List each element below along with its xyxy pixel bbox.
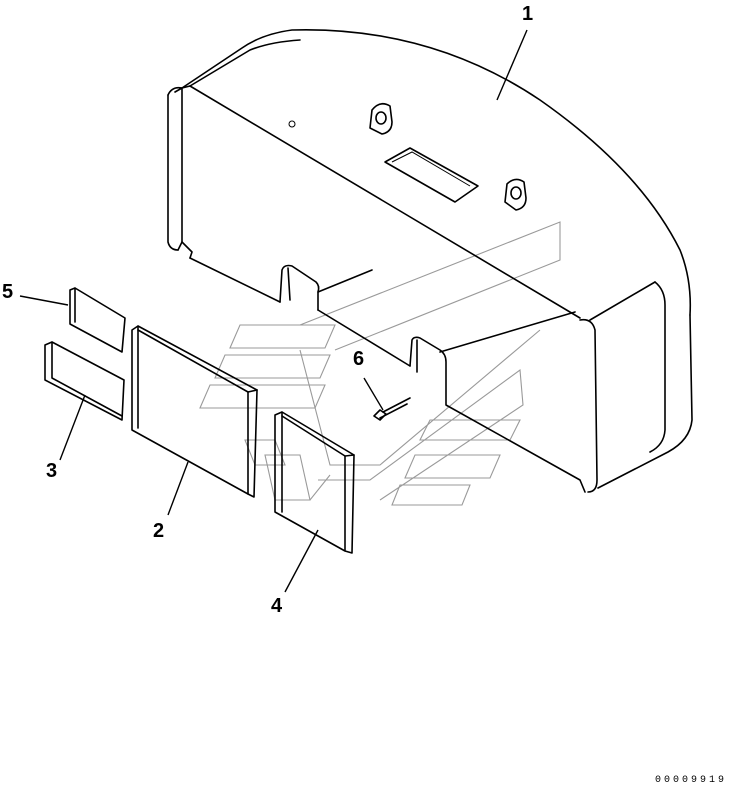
watermark-logo xyxy=(199,221,561,506)
plate-part-2 xyxy=(131,325,258,498)
plate-part-5 xyxy=(69,287,126,353)
callout-6: 6 xyxy=(353,348,364,370)
callout-2: 2 xyxy=(153,520,164,542)
bolt-part-6 xyxy=(373,397,411,421)
leader-lines xyxy=(19,29,528,593)
callout-5: 5 xyxy=(2,281,13,303)
counterweight-housing xyxy=(167,28,693,493)
plate-part-3 xyxy=(44,341,125,421)
callout-3: 3 xyxy=(46,460,57,482)
callout-1: 1 xyxy=(522,3,533,25)
plate-part-4 xyxy=(274,411,355,554)
callout-4: 4 xyxy=(271,595,283,617)
document-number: 00009919 xyxy=(655,775,727,786)
